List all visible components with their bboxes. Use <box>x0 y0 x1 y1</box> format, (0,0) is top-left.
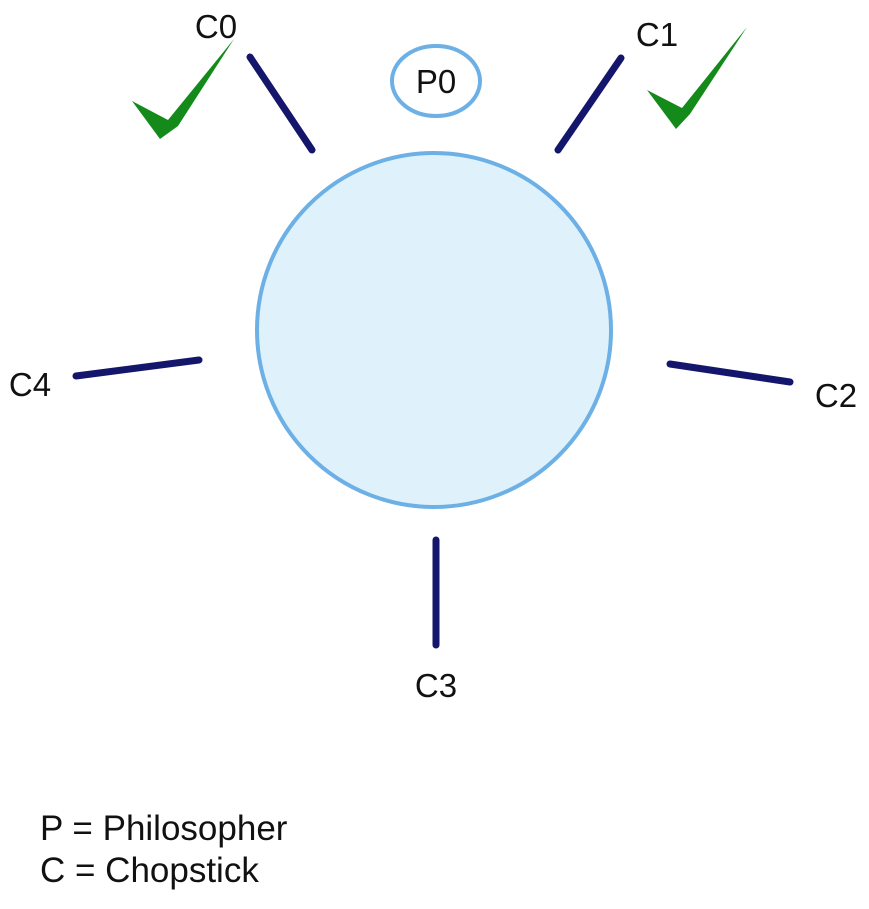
legend-chopstick: C = Chopstick <box>40 851 259 890</box>
chopstick-c0: C0 <box>195 8 316 154</box>
chopstick-c4-stick <box>72 356 203 380</box>
chopstick-c1: C1 <box>554 16 678 154</box>
check-icon <box>132 39 234 139</box>
philosopher-p0: P0 <box>390 44 482 118</box>
chopstick-c0-stick <box>246 53 316 154</box>
chopstick-c4-label: C4 <box>9 366 51 403</box>
chopstick-c1-label: C1 <box>636 16 678 53</box>
chopstick-c2-label: C2 <box>815 377 857 414</box>
table-circle <box>255 151 613 509</box>
chopstick-c1-stick <box>554 54 625 154</box>
chopstick-c4: C4 <box>9 356 203 403</box>
check-icon <box>647 27 747 129</box>
legend: P = Philosopher C = Chopstick <box>40 808 287 892</box>
legend-philosopher: P = Philosopher <box>40 809 288 848</box>
philosopher-p0-circle <box>390 44 482 118</box>
chopstick-c3-label: C3 <box>415 667 457 704</box>
chopstick-c2-stick <box>666 360 794 386</box>
chopstick-c3: C3 <box>415 536 457 704</box>
chopstick-c2: C2 <box>666 360 857 414</box>
philosopher-p0-label: P0 <box>416 63 456 100</box>
chopstick-c0-label: C0 <box>195 8 237 45</box>
